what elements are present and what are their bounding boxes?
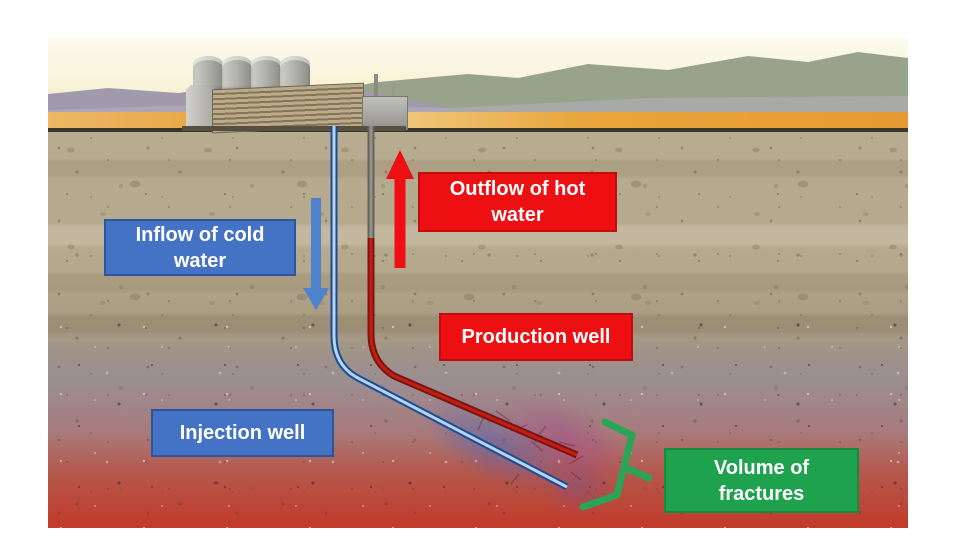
- production-well-label: Production well: [439, 313, 633, 361]
- outflow-hot-water-label: Outflow of hot water: [418, 172, 617, 232]
- cooling-tower: [193, 56, 223, 90]
- plant-end-wall: [186, 85, 214, 129]
- volume-of-fractures-label: Volume of fractures: [664, 448, 859, 513]
- cooling-tower: [222, 56, 252, 90]
- cooling-tower: [251, 56, 281, 90]
- ground-surface-line: [48, 128, 908, 132]
- cold-water-down-arrow-icon: [303, 198, 329, 310]
- injection-well-pipe: [330, 126, 569, 491]
- fracture-volume-brace-icon: [579, 418, 653, 511]
- geothermal-power-plant: [178, 52, 408, 134]
- diagram-scene: Inflow of cold water Outflow of hot wate…: [48, 38, 908, 528]
- plant-mast: [392, 82, 395, 98]
- inflow-cold-water-label: Inflow of cold water: [104, 219, 296, 276]
- production-well-pipe: [367, 126, 579, 459]
- plant-foundation: [182, 126, 406, 131]
- plant-mast: [374, 74, 378, 98]
- hot-water-up-arrow-icon: [386, 150, 414, 268]
- injection-well-label: Injection well: [151, 409, 334, 457]
